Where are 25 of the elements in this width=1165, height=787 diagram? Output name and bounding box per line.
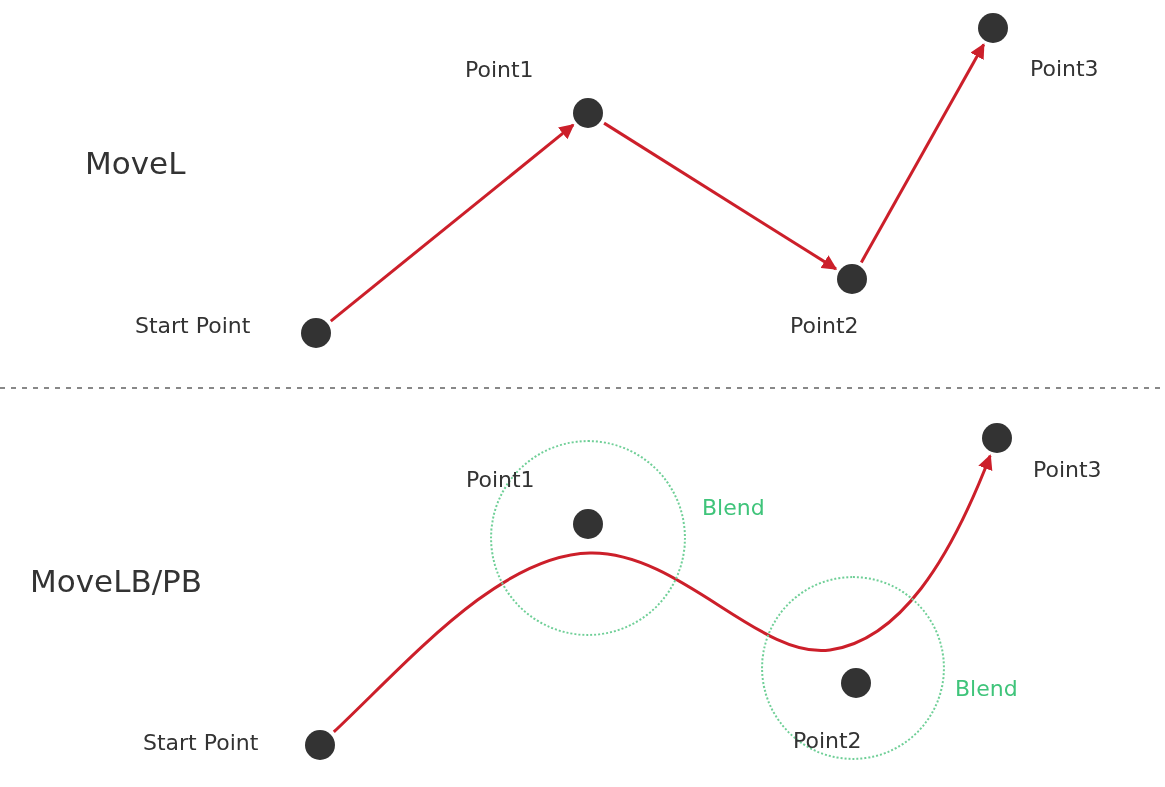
waypoint-dot xyxy=(837,264,867,294)
point-label: Point2 xyxy=(793,728,862,753)
blend-label: Blend xyxy=(702,495,765,520)
section-title: MoveLB/PB xyxy=(30,563,203,599)
arrow xyxy=(329,123,575,323)
waypoint-dot xyxy=(841,668,871,698)
point-label: Start Point xyxy=(135,313,251,338)
waypoint-dot xyxy=(978,13,1008,43)
point-label: Start Point xyxy=(143,730,259,755)
point-label: Point1 xyxy=(465,57,534,82)
waypoint-dot xyxy=(301,318,331,348)
point-label: Point1 xyxy=(466,467,535,492)
blend-label: Blend xyxy=(955,676,1018,701)
arrow xyxy=(603,121,838,271)
waypoint-dot xyxy=(305,730,335,760)
waypoint-dot xyxy=(573,98,603,128)
curved-arrow xyxy=(332,454,993,734)
point-label: Point3 xyxy=(1033,457,1102,482)
blend-zone-circle xyxy=(761,576,945,760)
point-label: Point3 xyxy=(1030,56,1099,81)
point-label: Point2 xyxy=(790,313,859,338)
waypoint-dot xyxy=(982,423,1012,453)
arrow xyxy=(860,43,985,264)
section-title: MoveL xyxy=(85,145,186,181)
waypoint-dot xyxy=(573,509,603,539)
